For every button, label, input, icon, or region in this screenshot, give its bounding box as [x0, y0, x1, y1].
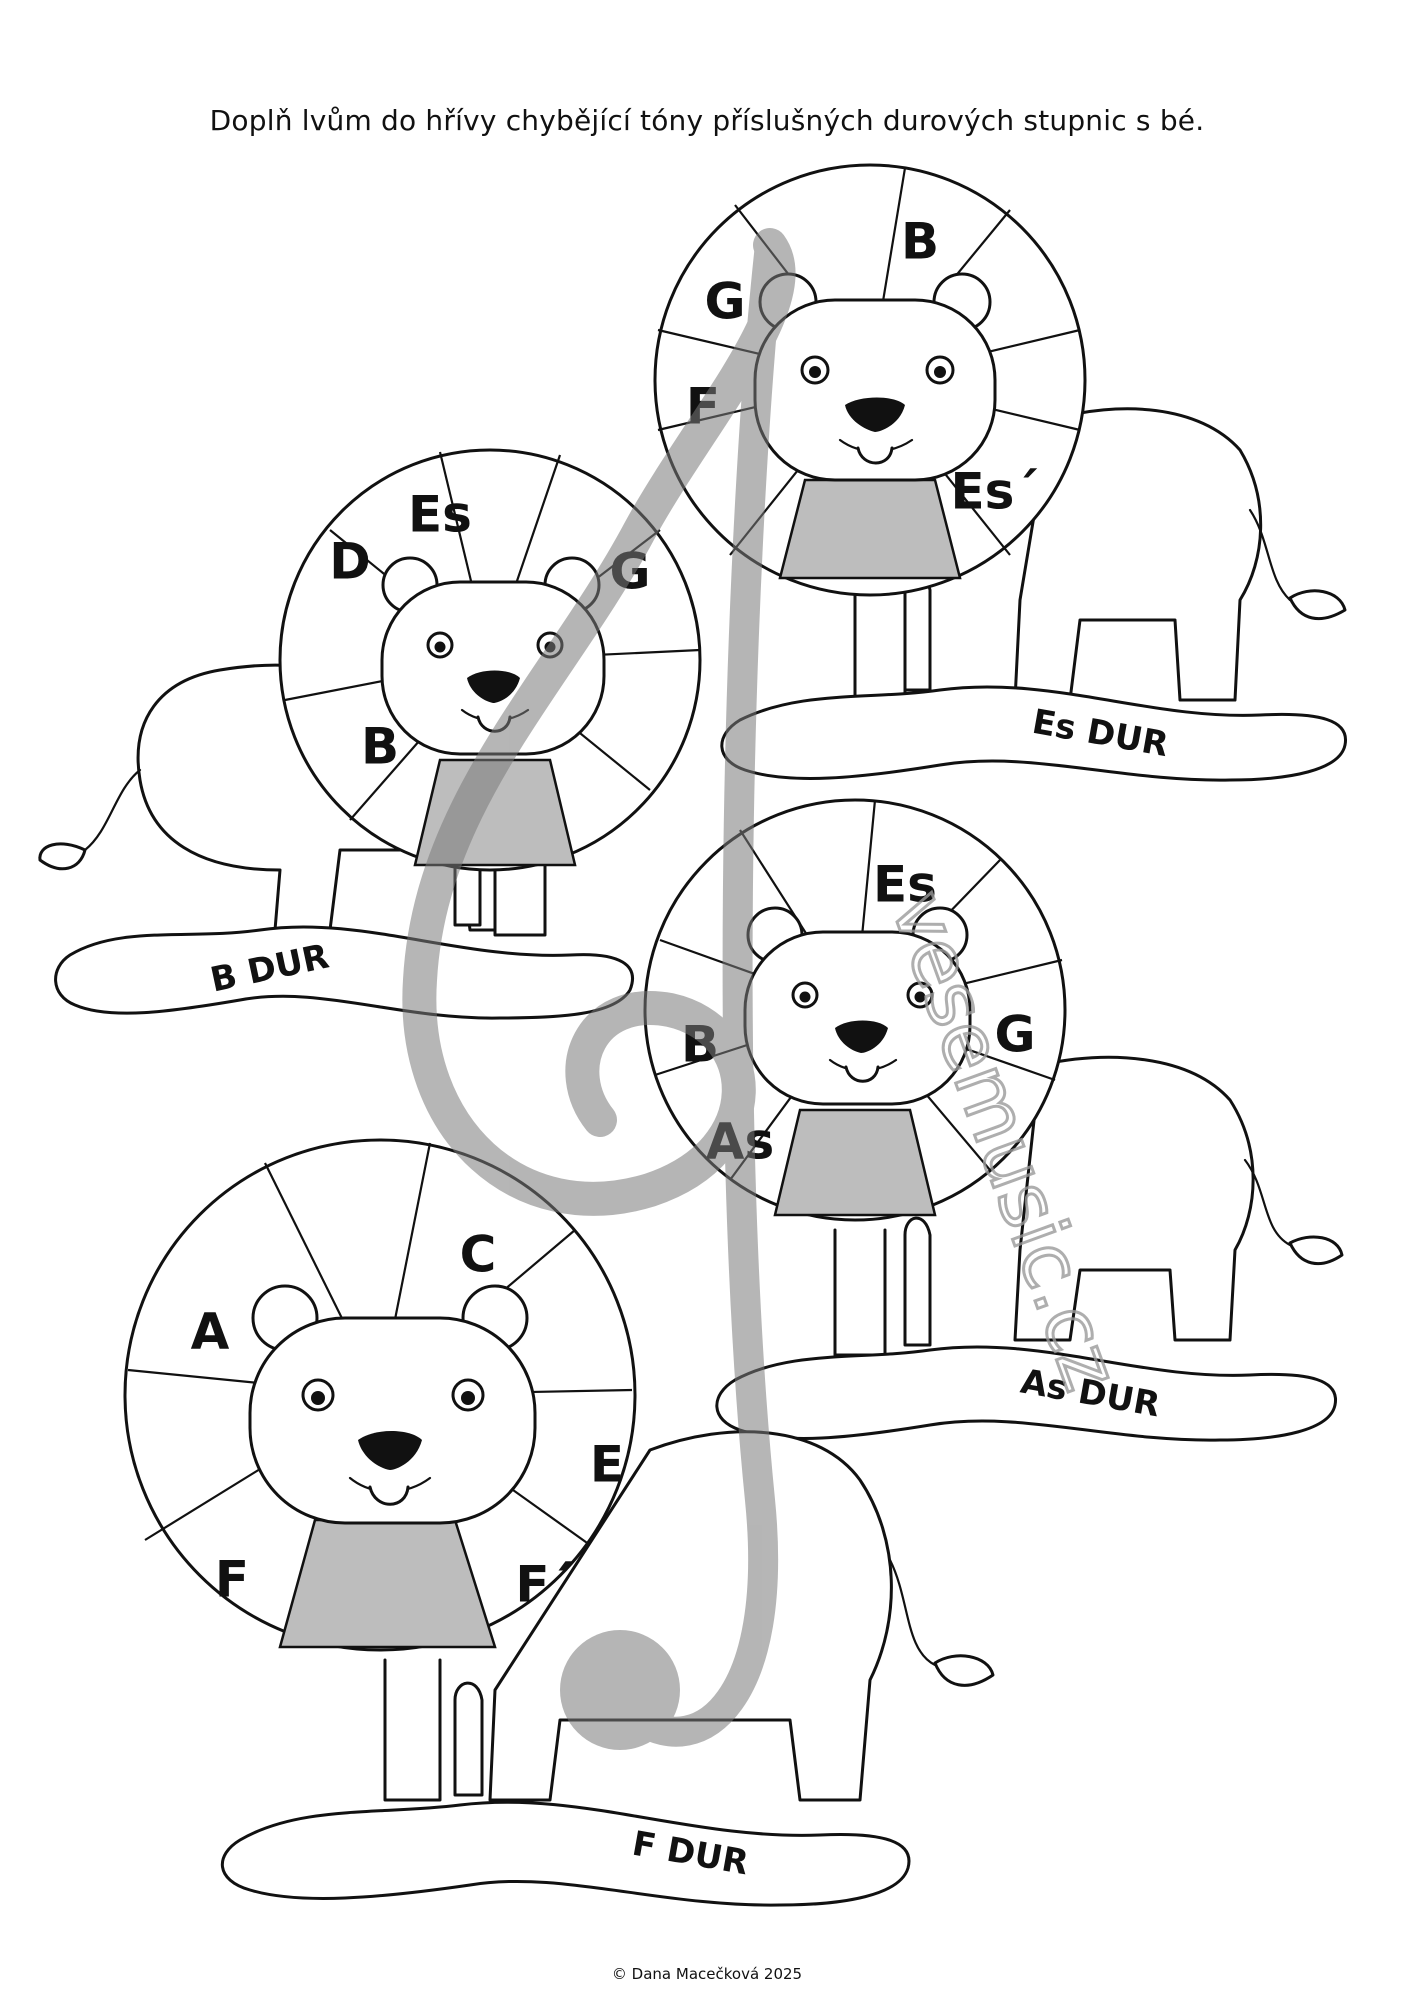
mane-note-b-dur-1: Es: [408, 486, 472, 544]
mane-note-as-dur-1: Es: [873, 856, 937, 914]
mane-note-f-dur-3: E: [590, 1436, 624, 1494]
mane-note-as-dur-3: G: [994, 1006, 1035, 1064]
mane-note-b-dur-4: B: [361, 718, 399, 776]
lion-b-dur: B DUR Es D G B: [38, 448, 702, 1020]
mane-note-es-dur-2: B: [901, 213, 939, 271]
copyright-text: © Dana Macečková 2025: [611, 1965, 803, 1983]
mane-note-b-dur-2: D: [329, 533, 371, 591]
mane-note-f-dur-1: C: [460, 1226, 497, 1284]
mane-note-es-dur-4: Es´: [951, 463, 1040, 521]
instruction-text: Doplň lvům do hřívy chybějící tóny přísl…: [209, 104, 1205, 137]
mane-note-f-dur-5: F´: [515, 1556, 574, 1614]
mane-note-f-dur-4: F: [215, 1551, 249, 1609]
mane-note-es-dur-1: G: [704, 273, 745, 331]
lion-as-dur: As DUR Es B G As: [643, 798, 1344, 1442]
mane-note-f-dur-2: A: [191, 1303, 230, 1361]
treble-clef-watermark: [402, 228, 796, 1750]
